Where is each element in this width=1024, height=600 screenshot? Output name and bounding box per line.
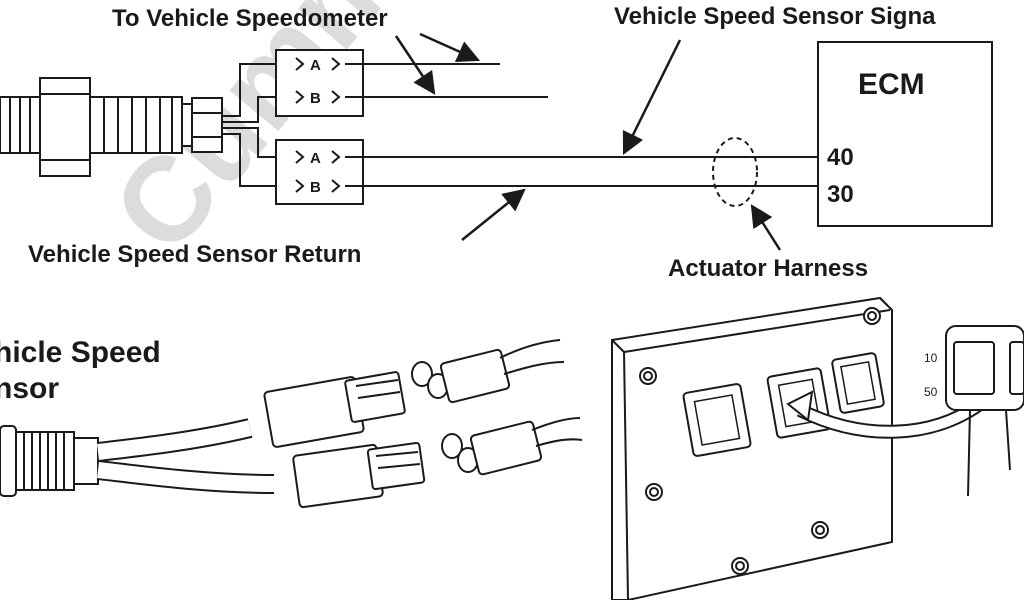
sensor-illustration — [0, 339, 583, 509]
ecm-connector-pin-50: 50 — [924, 385, 938, 399]
ecm-illustration — [611, 296, 1024, 600]
label-vss-return: Vehicle Speed Sensor Return — [28, 241, 361, 268]
lower-pin-a: A — [310, 150, 321, 167]
label-vss-signal: Vehicle Speed Sensor Signa — [614, 3, 936, 30]
lower-pin-b: B — [310, 179, 321, 196]
label-actuator-harness: Actuator Harness — [668, 255, 868, 282]
harness-ellipse — [712, 137, 758, 207]
ecm-title: ECM — [858, 68, 925, 101]
ecm-box: ECM 40 30 — [817, 41, 993, 227]
label-to-speedometer: To Vehicle Speedometer — [112, 5, 388, 32]
label-sensor-line1: hicle Speed — [0, 336, 161, 369]
sensor-body-schematic — [0, 77, 223, 177]
upper-pin-a: A — [310, 57, 321, 74]
label-sensor-line2: nsor — [0, 372, 59, 405]
leader-arrows — [394, 32, 782, 251]
upper-connector: A B — [275, 49, 364, 117]
ecm-pin-40: 40 — [827, 144, 854, 171]
output-wires — [345, 63, 818, 187]
upper-pin-b: B — [310, 90, 321, 107]
ecm-pin-30: 30 — [827, 181, 854, 208]
ecm-connector-pin-10: 10 — [924, 351, 938, 365]
lower-connector: A B — [275, 139, 364, 205]
